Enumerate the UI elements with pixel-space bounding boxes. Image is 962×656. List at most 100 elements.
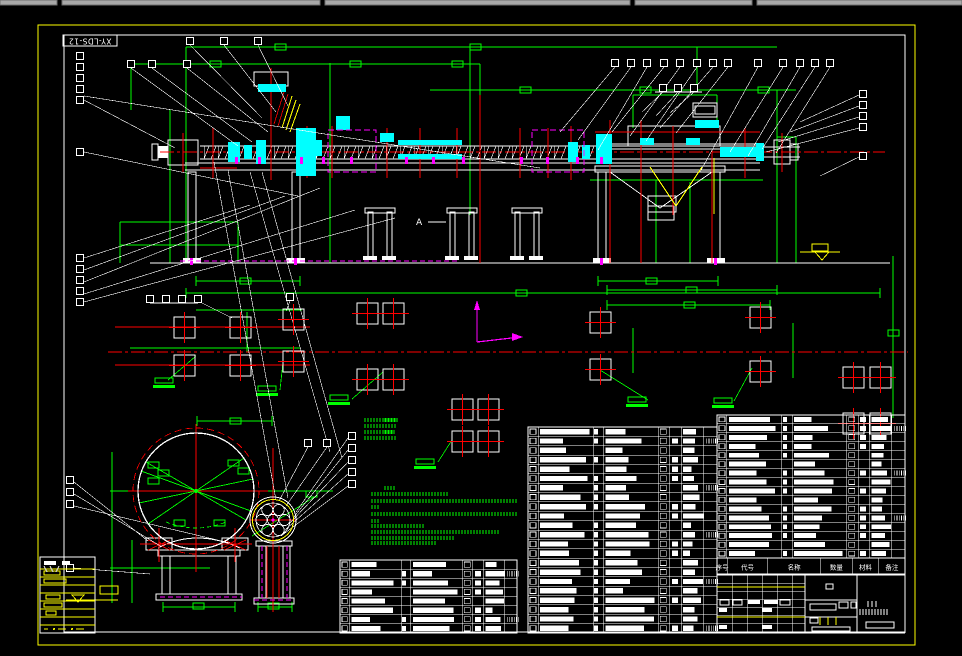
balloon-marker xyxy=(183,60,191,68)
bom-code-bar xyxy=(540,578,573,585)
bom-seq-box xyxy=(341,570,348,577)
leader-line xyxy=(73,493,163,548)
bom-material-bar xyxy=(683,522,691,528)
technical-notes xyxy=(364,418,517,545)
screw-flight xyxy=(553,145,560,160)
bom-tick xyxy=(594,606,599,613)
leader-line xyxy=(83,217,396,303)
centerlines xyxy=(108,68,908,612)
bom-seq-box xyxy=(718,434,726,441)
toolbar-button-fragment[interactable] xyxy=(0,0,58,6)
dimension-text-block xyxy=(451,60,464,68)
bom-material-bar xyxy=(871,551,887,556)
toolbar-button-fragment[interactable] xyxy=(324,0,631,6)
leader-line xyxy=(73,505,231,544)
balloon-marker xyxy=(627,59,635,67)
leader-line xyxy=(261,171,343,459)
leader-line xyxy=(189,44,263,119)
bom-qty-box xyxy=(848,452,856,458)
bom-name-bar xyxy=(794,506,832,512)
balloon-marker xyxy=(690,84,698,92)
dimension-text-block xyxy=(154,377,174,384)
toolbar-button-fragment[interactable] xyxy=(61,0,321,6)
dimension-text-block xyxy=(237,467,250,475)
support-foot xyxy=(445,256,459,260)
bom-material-bar xyxy=(485,562,497,568)
bom-material-bar xyxy=(485,598,504,604)
bom-code-bar xyxy=(728,497,757,503)
balloon-marker xyxy=(66,500,74,508)
balloon-markers xyxy=(66,37,867,572)
bom-code-bar xyxy=(540,550,569,557)
bom-seq-box xyxy=(718,541,726,548)
bom-code-bar xyxy=(728,425,776,431)
bom-tick xyxy=(594,578,599,585)
coupling-highlight xyxy=(228,142,240,162)
bom-qty-box xyxy=(660,559,667,566)
ground-label xyxy=(811,243,829,252)
bom-material-bar xyxy=(485,589,504,595)
bom-tick xyxy=(594,457,599,463)
leader-line xyxy=(799,94,860,123)
toolbar-button-fragment[interactable] xyxy=(756,0,962,6)
leader-line xyxy=(819,156,860,177)
bom-qty-bar xyxy=(474,607,481,613)
balloon-marker xyxy=(304,439,312,447)
bom-seq-box xyxy=(529,559,537,566)
bom-code-bar xyxy=(540,569,581,575)
screw-flight xyxy=(476,145,483,160)
bom-seq-box xyxy=(718,443,726,450)
highlight-parts xyxy=(228,84,764,176)
roller xyxy=(272,504,285,516)
toolbar-fragments[interactable] xyxy=(0,0,962,6)
bom-material-bar xyxy=(683,550,691,557)
leader-line xyxy=(213,161,277,501)
sheet-outer-border xyxy=(37,24,916,646)
bom-qty-box xyxy=(848,541,856,548)
bom-seq-box xyxy=(718,479,726,485)
bom-material-bar xyxy=(871,479,891,485)
leader-line xyxy=(227,169,289,499)
dimension-text-block xyxy=(626,404,648,407)
bom-name-bar xyxy=(794,461,816,467)
bom-qty-box xyxy=(660,512,667,519)
bom-qty-bar xyxy=(860,417,866,422)
bom-material-bar xyxy=(871,488,887,494)
bom-code-bar xyxy=(728,551,756,556)
balloon-marker xyxy=(709,59,717,67)
bom-material-bar xyxy=(683,616,698,622)
wheel-arc-dim xyxy=(165,521,227,529)
balloon-marker xyxy=(194,295,202,303)
bom-seq-box xyxy=(529,484,537,491)
balloon-marker xyxy=(811,59,819,67)
bom-name-bar xyxy=(605,541,650,547)
leader-line xyxy=(295,437,349,513)
leader-line xyxy=(130,67,239,147)
balloon-marker xyxy=(796,59,804,67)
toolbar-button-fragment[interactable] xyxy=(634,0,753,6)
dimension-text-block xyxy=(147,477,160,485)
bom-material-bar xyxy=(683,429,696,435)
bom-tick xyxy=(594,429,599,435)
bom-code-bar xyxy=(540,485,563,491)
balloon-marker xyxy=(643,59,651,67)
bom-seq-box xyxy=(529,503,537,510)
bom-qty-box xyxy=(660,541,667,548)
leader-line xyxy=(249,171,331,453)
roller xyxy=(261,504,274,516)
leader-line xyxy=(777,116,860,143)
bom-code-bar xyxy=(728,479,767,485)
bom-name-bar xyxy=(605,616,655,622)
balloon-marker xyxy=(659,84,667,92)
bom-code-bar xyxy=(540,606,569,613)
coupling-highlight xyxy=(686,138,700,145)
support-foot xyxy=(382,256,396,260)
balloon-marker xyxy=(859,152,867,160)
phantom-boundary xyxy=(327,129,377,173)
machine-part xyxy=(692,102,718,118)
coupling-highlight xyxy=(398,154,462,159)
balloon-marker xyxy=(76,287,84,295)
bom-tick xyxy=(594,550,599,557)
bom-seq-box xyxy=(718,506,726,512)
